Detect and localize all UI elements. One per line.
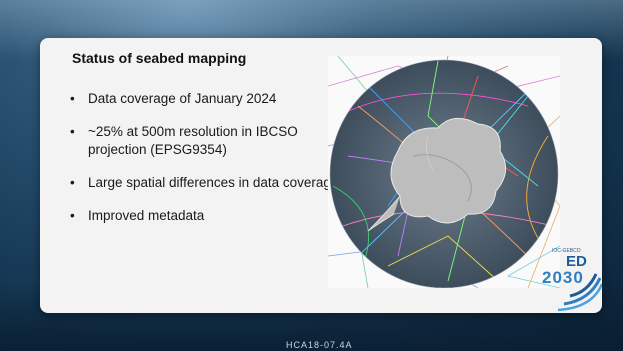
bullet-text: Data coverage of January 2024 [88,91,277,106]
antarctica-map-icon [328,56,560,288]
bullet-dot: • [70,91,75,106]
bullet-text: Large spatial differences in data covera… [88,175,339,190]
bullet-item: • Large spatial differences in data cove… [70,174,340,192]
seabed-2030-logo: IOC-GEBCO ED 2030 [540,248,602,312]
wave-logo-icon [557,273,602,312]
bullet-dot: • [70,175,75,190]
content-panel: Status of seabed mapping • Data coverage… [40,38,602,313]
bullet-item: • Improved metadata [70,207,340,225]
bullet-text: Improved metadata [88,208,205,223]
bullet-dot: • [70,124,75,139]
bullet-item: • Data coverage of January 2024 [70,90,340,108]
bullet-dot: • [70,208,75,223]
seabed-coverage-map [328,56,560,288]
slide-footer: HCA18-07.4A [286,340,353,350]
bullet-item: • ~25% at 500m resolution in IBCSO proje… [70,123,340,159]
slide-title: Status of seabed mapping [72,50,247,66]
logo-ed-text: ED [566,253,587,270]
bullet-text: ~25% at 500m resolution in IBCSO project… [88,124,298,157]
bullet-list: • Data coverage of January 2024 • ~25% a… [70,90,340,240]
logo-year-text: 2030 [542,268,584,287]
logo-org-text: IOC-GEBCO [552,248,581,254]
